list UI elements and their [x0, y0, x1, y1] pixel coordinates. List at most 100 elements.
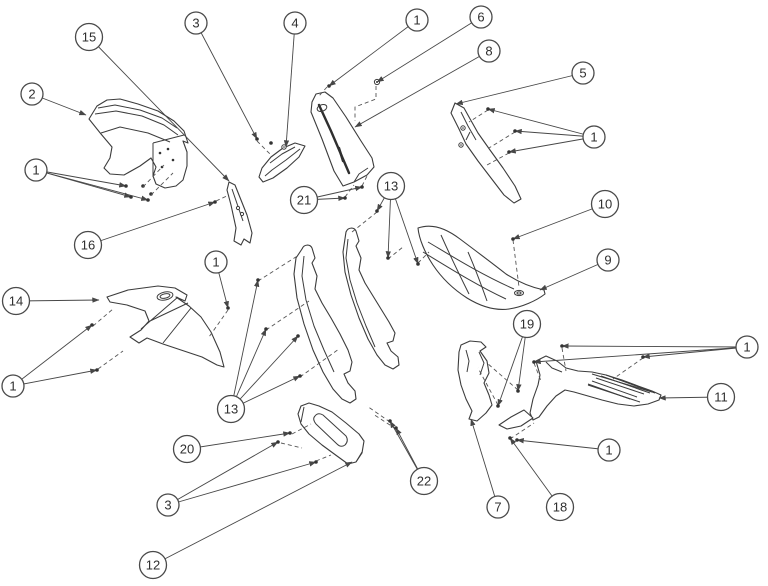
callout-label: 1 [413, 13, 420, 28]
callout-balloon [216, 394, 246, 424]
callout-label: 1 [605, 443, 612, 458]
callout-label: 7 [494, 500, 501, 515]
callout-balloon [283, 11, 307, 35]
screw-dot [298, 374, 302, 378]
callout-label: 15 [82, 30, 96, 45]
screw-dot [256, 278, 260, 282]
callout-balloon [735, 335, 759, 359]
callout-label: 19 [520, 317, 534, 332]
screw-dot [388, 419, 392, 423]
callout-leader [533, 346, 748, 365]
bottom-panel-part [297, 402, 365, 465]
screw-dot [288, 431, 292, 435]
callout-balloon [582, 125, 606, 149]
callout-balloon [184, 11, 208, 35]
callout-balloon [156, 493, 180, 517]
callout-label: 13 [384, 179, 398, 194]
screw-dot [213, 200, 217, 204]
callout-leader [470, 418, 499, 508]
callout-balloon [409, 466, 439, 496]
seat-part [417, 225, 546, 310]
fork-guard-right-part [342, 227, 400, 370]
callout-leader [283, 22, 296, 148]
fork-guard-left-part [293, 244, 357, 404]
callout-label: 1 [212, 255, 219, 270]
screw-dot [386, 256, 390, 260]
callout-label: 22 [417, 474, 431, 489]
screw-dot [496, 404, 500, 408]
callout-balloon [512, 309, 542, 339]
callout-leader [152, 461, 353, 566]
screw-dot [513, 129, 517, 133]
screw-dot [276, 440, 280, 444]
callout-leader [186, 431, 291, 450]
callout-label: 1 [590, 130, 597, 145]
screw-dot [515, 438, 519, 442]
screw-dot [508, 436, 512, 440]
callout-leader [455, 72, 584, 106]
callout-leader [230, 279, 260, 410]
wing-bracket-part [450, 102, 522, 204]
screw-dot [296, 334, 300, 338]
callout-leader [87, 201, 216, 246]
screw-dot [146, 198, 150, 202]
callout-balloon [1, 286, 31, 316]
callout-leader [195, 22, 258, 140]
callout-label: 16 [81, 238, 95, 253]
callout-balloon [24, 158, 48, 182]
callout-label: 8 [485, 44, 492, 59]
rear-fender-part [498, 355, 662, 430]
triangle-plate-part [226, 181, 253, 246]
callout-balloon [73, 230, 103, 260]
callout-balloon [138, 550, 168, 580]
screw-dot [560, 344, 564, 348]
screw-dot [486, 107, 490, 111]
callout-leader [508, 136, 595, 154]
screw-dot [532, 360, 536, 364]
callout-label: 18 [553, 500, 567, 515]
dashed-links [92, 86, 644, 462]
callout-label: 1 [743, 340, 750, 355]
callout-label: 6 [477, 10, 484, 25]
callout-label: 4 [291, 16, 298, 31]
screw-dot [360, 185, 364, 189]
callout-leader [561, 343, 748, 349]
callout-label: 13 [224, 402, 238, 417]
callout-balloon [20, 82, 44, 106]
callout-balloon [597, 438, 621, 462]
callout-label: 1 [9, 379, 16, 394]
callout-leader [35, 169, 149, 201]
callout-label: 12 [146, 558, 160, 573]
screw-dot [507, 150, 511, 154]
screw-dot [394, 426, 398, 430]
callout-leader [509, 437, 561, 508]
callout-balloon [289, 185, 319, 215]
screw-dot [264, 327, 268, 331]
callout-leader [539, 259, 609, 291]
screw-dot [226, 306, 230, 310]
radiator-shroud-part [106, 285, 225, 368]
callout-balloon [706, 382, 736, 412]
mud-flap-part [457, 340, 493, 422]
screw-dot [327, 84, 331, 88]
callout-leader [328, 19, 418, 87]
screw-dot [95, 368, 99, 372]
callout-leader [12, 368, 98, 387]
callout-label: 3 [164, 498, 171, 513]
callout-label: 14 [9, 294, 23, 309]
callout-label: 21 [297, 193, 311, 208]
screw-dot [124, 184, 128, 188]
callout-leader [230, 335, 299, 410]
screw-dot [516, 389, 520, 393]
callout-leader [376, 16, 482, 83]
callout-balloon [590, 189, 620, 219]
callout-leader [497, 323, 528, 407]
callout-label: 11 [714, 390, 728, 405]
screw-dot [343, 196, 347, 200]
callout-label: 3 [192, 16, 199, 31]
callout-balloon [405, 8, 429, 32]
callout-balloon [571, 61, 595, 85]
